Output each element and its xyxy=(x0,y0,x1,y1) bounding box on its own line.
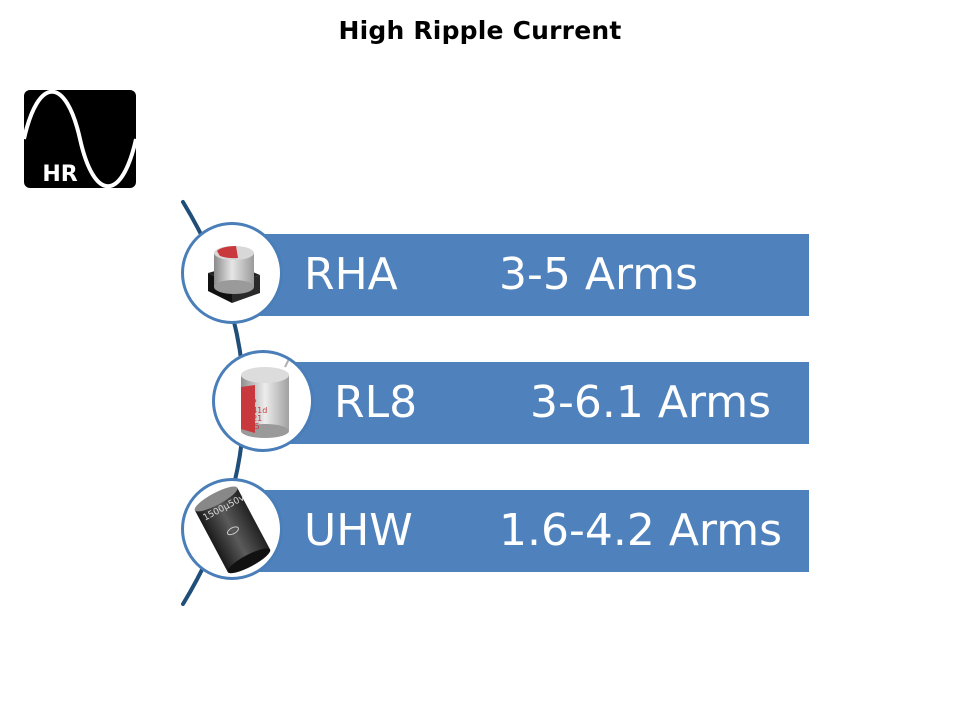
series-range-rha: 3-5 Arms xyxy=(499,249,699,300)
series-name-rha: RHA xyxy=(304,249,398,300)
sine-wave-icon: HR xyxy=(22,90,138,188)
hr-logo: HR xyxy=(22,90,138,188)
series-bar-uhw: UHW 1.6-4.2 Arms xyxy=(258,490,809,572)
smd-capacitor-icon xyxy=(208,246,260,303)
capacitor-image-uhw: 1500µ50v xyxy=(181,478,283,580)
page-title: High Ripple Current xyxy=(338,16,622,45)
marking-line-3: 821 xyxy=(247,414,262,423)
marking-line-4: 2.5 xyxy=(247,422,260,431)
marking-line-1: FP xyxy=(247,398,257,407)
series-range-rl8: 3-6.1 Arms xyxy=(530,377,772,428)
electrolytic-capacitor-icon: 1500µ50v xyxy=(194,486,271,574)
series-bar-rha: RHA 3-5 Arms xyxy=(258,234,809,316)
capacitor-image-rha xyxy=(181,222,283,324)
radial-capacitor-icon: FP 941d 821 2.5 xyxy=(241,354,292,438)
series-name-uhw: UHW xyxy=(304,505,413,556)
capacitor-image-rl8: FP 941d 821 2.5 xyxy=(212,350,314,452)
series-bar-rl8: RL8 3-6.1 Arms xyxy=(258,362,809,444)
marking-line-2: 941d xyxy=(247,406,267,415)
series-name-rl8: RL8 xyxy=(334,377,418,428)
series-range-uhw: 1.6-4.2 Arms xyxy=(499,505,783,556)
logo-text: HR xyxy=(42,162,77,187)
